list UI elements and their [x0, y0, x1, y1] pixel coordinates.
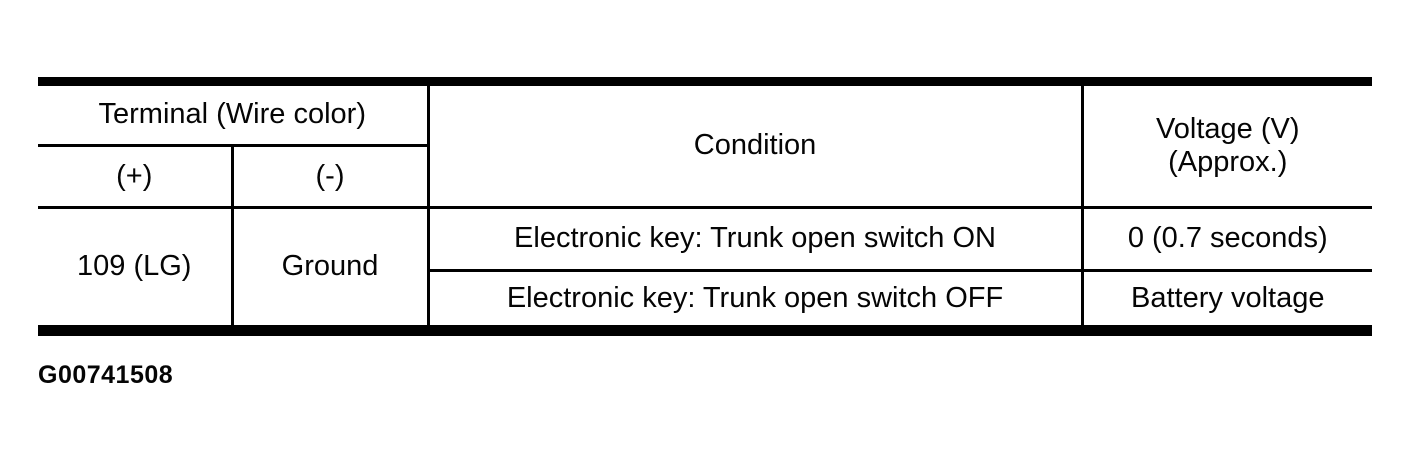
voltage-header: Voltage (V) (Approx.) — [1082, 81, 1373, 209]
voltage-value-row2: Battery voltage — [1131, 281, 1325, 314]
table-row: Electronic key: Trunk open switch OFF Ba… — [38, 270, 1372, 331]
plus-terminal-value: 109 (LG) — [38, 207, 234, 331]
condition-value-row1: Electronic key: Trunk open switch ON — [428, 207, 1084, 272]
minus-terminal-header: (-) — [232, 145, 430, 209]
header-row-1: Terminal (Wire color) Condition Voltage … — [38, 81, 1373, 209]
voltage-value-row1: 0 (0.7 seconds) — [1082, 207, 1373, 272]
plus-terminal-header: (+) — [38, 145, 234, 209]
figure-id-label: G00741508 — [38, 361, 174, 389]
minus-terminal-value: Ground — [232, 207, 430, 331]
condition-header: Condition — [428, 81, 1084, 209]
terminal-voltage-table: Terminal (Wire color) Condition Voltage … — [38, 77, 1373, 336]
condition-value-row2: Electronic key: Trunk open switch OFF — [428, 270, 1084, 331]
table-row: 109 (LG) Ground Electronic key: Trunk op… — [38, 207, 1373, 331]
voltage-header-line2: (Approx.) — [1168, 146, 1288, 178]
voltage-header-line1: Voltage (V) — [1156, 112, 1300, 145]
terminal-wire-color-header: Terminal (Wire color) — [38, 81, 430, 147]
header-row-2: (+) (-) — [38, 145, 1372, 209]
